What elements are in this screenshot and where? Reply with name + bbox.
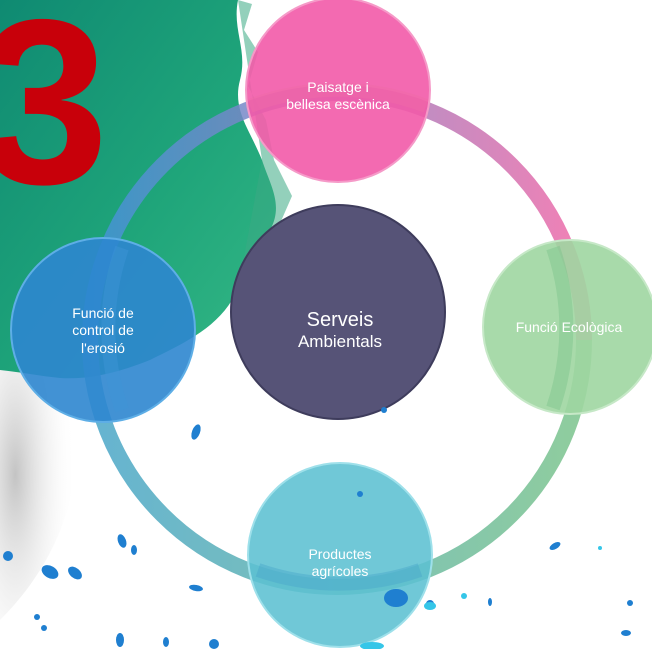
- center-node-circle: [230, 204, 446, 420]
- node-top-label: Paisatge i bellesa escènica: [286, 78, 390, 113]
- paint-droplets: [3, 407, 633, 649]
- node-right-circle: [482, 239, 652, 415]
- ring-overlay-left: [101, 245, 129, 413]
- big-number-decoration: 3: [0, 0, 109, 233]
- node-left-circle: [10, 237, 196, 423]
- node-bottom: Productes agrícoles: [265, 535, 415, 591]
- node-left-label: Funció de control de l'erosió: [72, 304, 134, 356]
- center-label-line2: Ambientals: [297, 331, 383, 351]
- node-left: Funció de control de l'erosió: [33, 295, 173, 367]
- node-bottom-label: Productes agrícoles: [308, 545, 372, 580]
- ring-overlay-right: [546, 245, 574, 411]
- paint-droplets-cyan: [360, 546, 602, 649]
- center-node-label: Serveis Ambientals: [255, 285, 425, 375]
- node-top: Paisatge i bellesa escènica: [258, 66, 418, 126]
- ring-overlay-top: [247, 82, 429, 113]
- center-label-line1: Serveis: [306, 308, 374, 331]
- ring-overlay-bottom: [255, 563, 423, 591]
- node-right: Funció Ecològica: [494, 306, 644, 350]
- node-right-label: Funció Ecològica: [515, 319, 623, 336]
